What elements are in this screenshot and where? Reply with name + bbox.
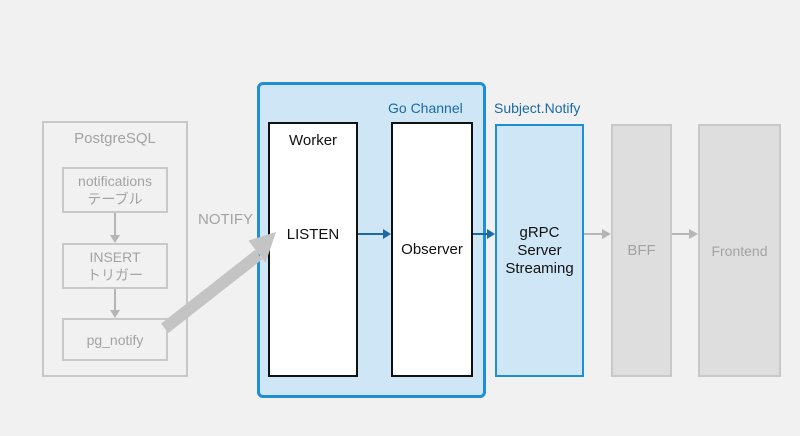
pg-notify-label: pg_notify — [86, 331, 144, 348]
notify-label: NOTIFY — [198, 211, 253, 228]
go-channel-label: Go Channel — [388, 100, 463, 116]
observer-box: Observer — [391, 122, 473, 377]
frontend-box: Frontend — [698, 124, 781, 377]
arrow-bff-to-frontend-head — [689, 229, 698, 239]
grpc-label-line1: gRPC — [519, 223, 560, 241]
arrow-trigger-to-notify-head — [110, 310, 120, 318]
worker-box — [268, 122, 358, 377]
arrow-observer-to-grpc-head — [487, 229, 495, 239]
pg-notify-box: pg_notify — [62, 318, 168, 361]
grpc-label-line3: Streaming — [505, 259, 574, 277]
notify-big-arrow-head — [248, 232, 276, 263]
notifications-table-box: notifications テーブル — [62, 167, 168, 213]
arrow-grpc-to-bff-head — [602, 229, 611, 239]
insert-trigger-box: INSERT トリガー — [62, 243, 168, 289]
notifications-table-label: notifications — [78, 173, 152, 189]
bff-label: BFF — [627, 242, 656, 259]
bff-box: BFF — [611, 124, 672, 377]
postgresql-group — [42, 121, 188, 377]
listen-label: LISTEN — [286, 226, 340, 243]
pg-internal-arrows — [110, 213, 120, 318]
arrow-table-to-trigger-head — [110, 235, 120, 243]
arrow-worker-to-observer-head — [383, 229, 391, 239]
grpc-server-streaming-box: gRPC Server Streaming — [495, 124, 584, 377]
frontend-label: Frontend — [711, 242, 768, 259]
insert-trigger-label: INSERT — [89, 249, 141, 265]
observer-label: Observer — [401, 241, 463, 258]
grpc-label-line2: Server — [517, 241, 562, 259]
subject-notify-label: Subject.Notify — [494, 100, 581, 116]
postgresql-title: PostgreSQL — [74, 130, 156, 147]
notify-big-arrow-body — [161, 250, 263, 333]
notifications-table-sublabel: テーブル — [87, 191, 143, 207]
worker-title: Worker — [288, 132, 338, 149]
insert-trigger-sublabel: トリガー — [87, 267, 143, 283]
